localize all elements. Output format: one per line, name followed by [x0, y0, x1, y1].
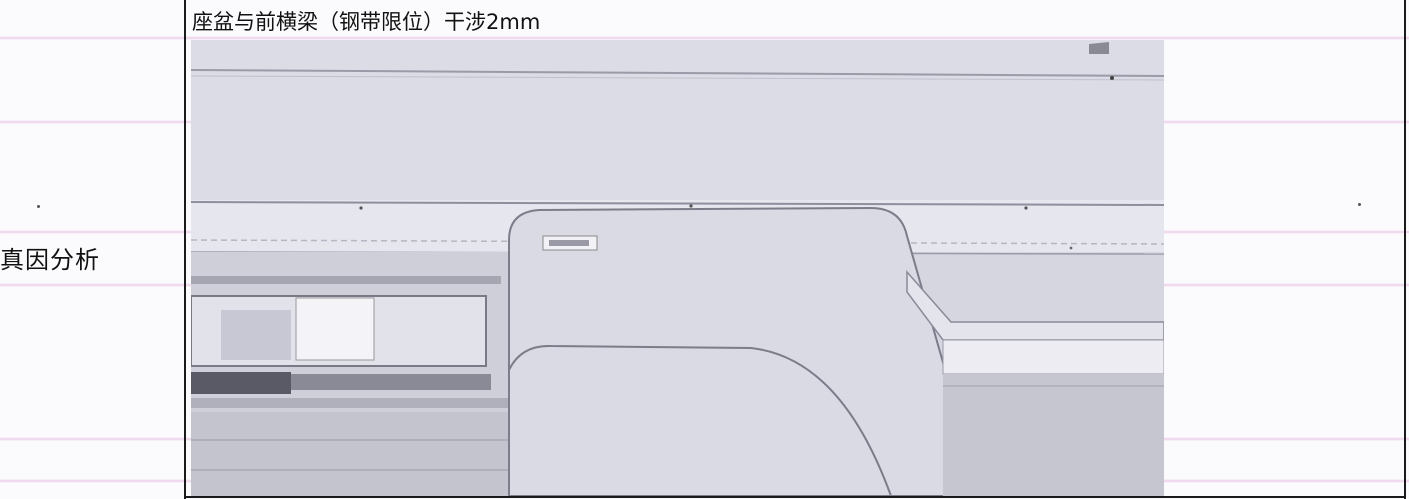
table-vertical-border	[184, 0, 186, 499]
interference-photo	[191, 40, 1164, 496]
photo-drawing	[191, 40, 1164, 496]
ruling-line	[0, 36, 1409, 40]
scan-speck	[1358, 203, 1361, 206]
table-bottom-border	[184, 496, 1406, 498]
scan-speck	[37, 205, 40, 208]
cell-heading: 座盆与前横梁（钢带限位）干涉2mm	[192, 10, 541, 34]
table-right-border	[1404, 0, 1406, 499]
row-label: 真因分析	[0, 246, 100, 274]
